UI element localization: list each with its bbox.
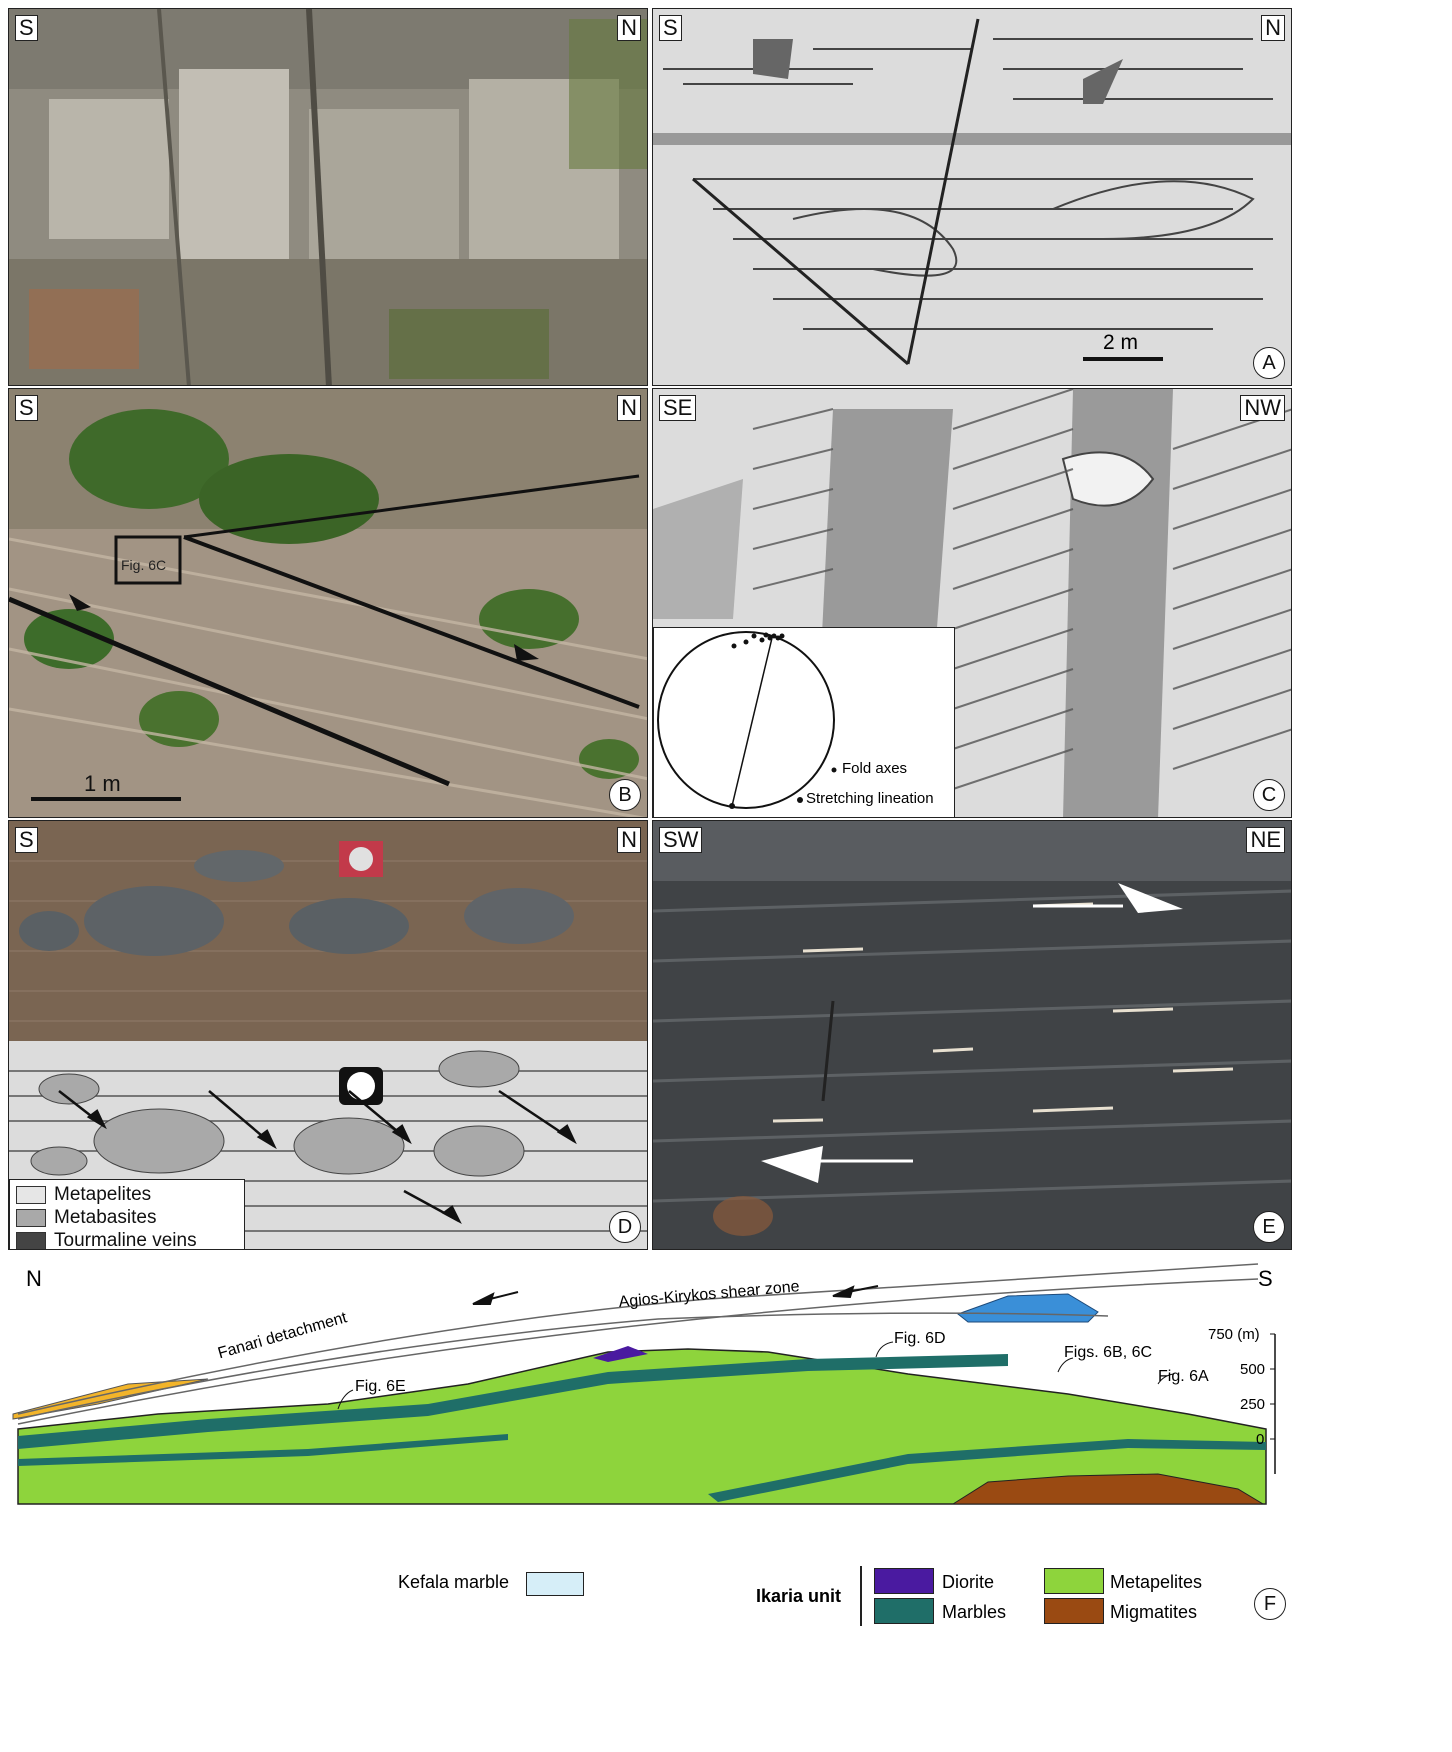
legend-tourmaline: Tourmaline veins [16,1230,197,1250]
panel-letter: E [1253,1211,1285,1243]
stereonet-inset: Fold axes Stretching lineation [653,627,955,817]
migmatites-swatch [1044,1598,1104,1624]
panel-letter: C [1253,779,1285,811]
orientation-left: S [15,395,38,421]
diorite-swatch [874,1568,934,1594]
fig6a-label: Fig. 6A [1158,1368,1209,1385]
panel-d: Metapelites Metabasites Tourmaline veins… [8,820,648,1250]
cross-section [12,1263,1276,1505]
panel-letter: A [1253,347,1285,379]
scale-label: 1 m [84,771,121,796]
orientation-right: NE [1246,827,1285,853]
fig6bc-label: Figs. 6B, 6C [1064,1344,1153,1361]
fold-sketch [653,18,1291,366]
axis-250: 250 [1240,1396,1266,1413]
scale-label: 2 m [1103,331,1139,354]
kefala-swatch [526,1572,584,1596]
legend-metapelites: Metapelites [16,1184,151,1206]
panel-letter: B [609,779,641,811]
orientation-right: N [1261,15,1285,41]
legend-label: Metapelites [54,1184,152,1205]
legend-marbles-label: Marbles [942,1602,1007,1622]
inset-label: Fig. 6C [121,557,167,573]
axis-750: 750 (m) [1208,1326,1260,1343]
legend-label: Tourmaline veins [54,1230,197,1250]
panel-b: Fig. 6C S N 1 m B [8,388,648,818]
legend-divider [860,1566,862,1626]
legend-label: Metabasites [54,1207,157,1228]
orientation-right: NW [1240,395,1285,421]
panel-letter: F [1254,1588,1286,1620]
legend-kefala-label: Kefala marble [398,1572,510,1592]
lithology-legend: Metapelites Metabasites Tourmaline veins [9,1179,245,1250]
metapelites-swatch [1044,1568,1104,1594]
cliff-photo [9,9,647,385]
orientation-left: SE [659,395,697,421]
orientation-left: S [15,15,38,41]
boudin-photo-and-sketch [9,821,647,1249]
orientation-left: N [26,1266,42,1291]
fig6d-label: Fig. 6D [894,1330,946,1347]
panel-e: SW NE E [652,820,1292,1250]
legend-metabasites: Metabasites [16,1207,156,1229]
orientation-right: N [617,827,641,853]
legend-diorite-label: Diorite [942,1572,995,1592]
legend-migmatites-label: Migmatites [1110,1602,1198,1622]
axis-0: 0 [1256,1431,1265,1448]
fig6e-label: Fig. 6E [355,1378,406,1395]
orientation-left: SW [659,827,703,853]
orientation-right: N [617,15,641,41]
marbles-swatch [874,1598,934,1624]
orientation-left: S [15,827,38,853]
panel-a-sketch: S N 2 m A [652,8,1292,386]
orientation-right: N [617,395,641,421]
legend-unit-label: Ikaria unit [756,1586,842,1606]
panel-c: Fold axes Stretching lineation SE NW C [652,388,1292,818]
legend-fold-axes: Fold axes [842,760,908,777]
axis-500: 500 [1240,1361,1266,1378]
stereonet [657,631,837,809]
orientation-right: S [1258,1266,1273,1291]
outcrop-photo [9,389,647,817]
legend-stretching-lineation: Stretching lineation [806,790,934,807]
panel-letter: D [609,1211,641,1243]
shear-photo [653,821,1291,1249]
panel-f-legend: Kefala marble Ikaria unit Diorite Marble… [8,1566,1292,1746]
orientation-left: S [659,15,682,41]
panel-f: N S Fanari detachment Agios-Kirykos shea… [8,1254,1292,1564]
legend-metapelites-label: Metapelites [1110,1572,1203,1592]
panel-a-photo: S N [8,8,648,386]
